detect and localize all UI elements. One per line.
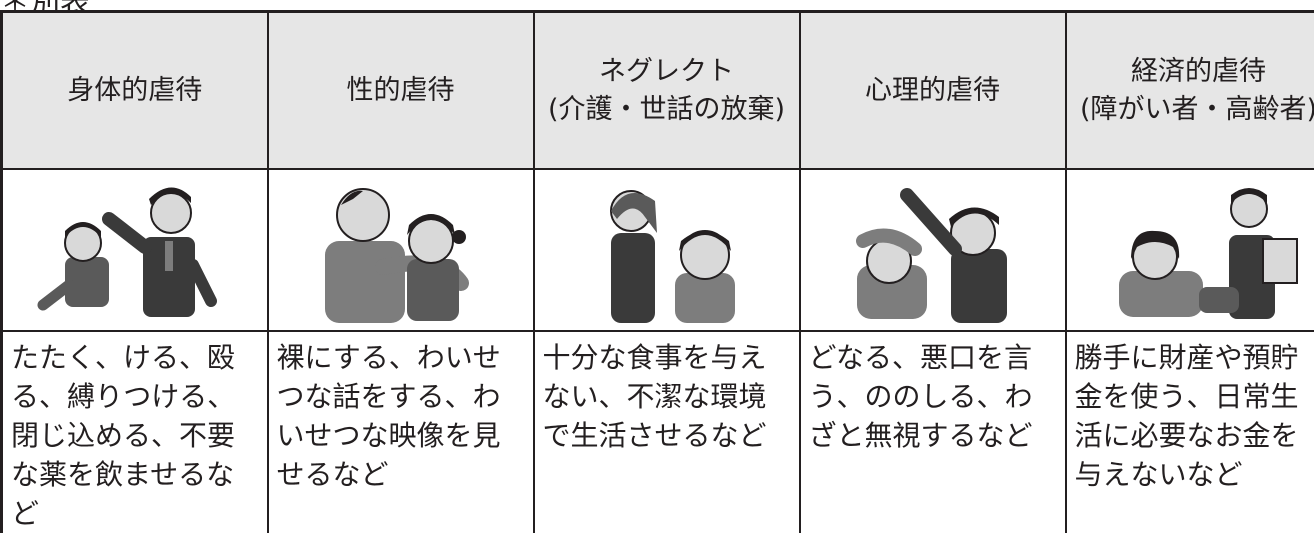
description-row: たたく、ける、殴 る、縛りつける、 閉じ込める、不要 な薬を飲ませるな ど 裸に… [0,330,1314,533]
description-psychological-abuse: どなる、悪口を言 う、ののしる、わ ざと無視するなど [798,330,1067,533]
description-neglect: 十分な食事を与え ない、不潔な環境 で生活させるなど [532,330,801,533]
header-psychological-abuse: 心理的虐待 [798,10,1067,170]
header-row: 身体的虐待 性的虐待 ネグレクト(介護・世話の放棄) 心理的虐待 経済的虐待(障… [0,10,1314,170]
economic-abuse-illustration [1064,168,1314,332]
physical-abuse-illustration [0,168,269,332]
header-physical-abuse: 身体的虐待 [0,10,269,170]
description-economic-abuse: 勝手に財産や預貯 金を使う、日常生 活に必要なお金を 与えないなど [1064,330,1314,533]
psychological-abuse-illustration [798,168,1067,332]
neglect-illustration [532,168,801,332]
header-neglect: ネグレクト(介護・世話の放棄) [532,10,801,170]
description-physical-abuse: たたく、ける、殴 る、縛りつける、 閉じ込める、不要 な薬を飲ませるな ど [0,330,269,533]
illustration-row [0,168,1314,332]
header-economic-abuse: 経済的虐待(障がい者・高齢者) [1064,10,1314,170]
abuse-types-table: 身体的虐待 性的虐待 ネグレクト(介護・世話の放棄) 心理的虐待 経済的虐待(障… [0,10,1314,533]
sexual-abuse-illustration [266,168,535,332]
description-sexual-abuse: 裸にする、わいせ つな話をする、わ いせつな映像を見 せるなど [266,330,535,533]
header-sexual-abuse: 性的虐待 [266,10,535,170]
